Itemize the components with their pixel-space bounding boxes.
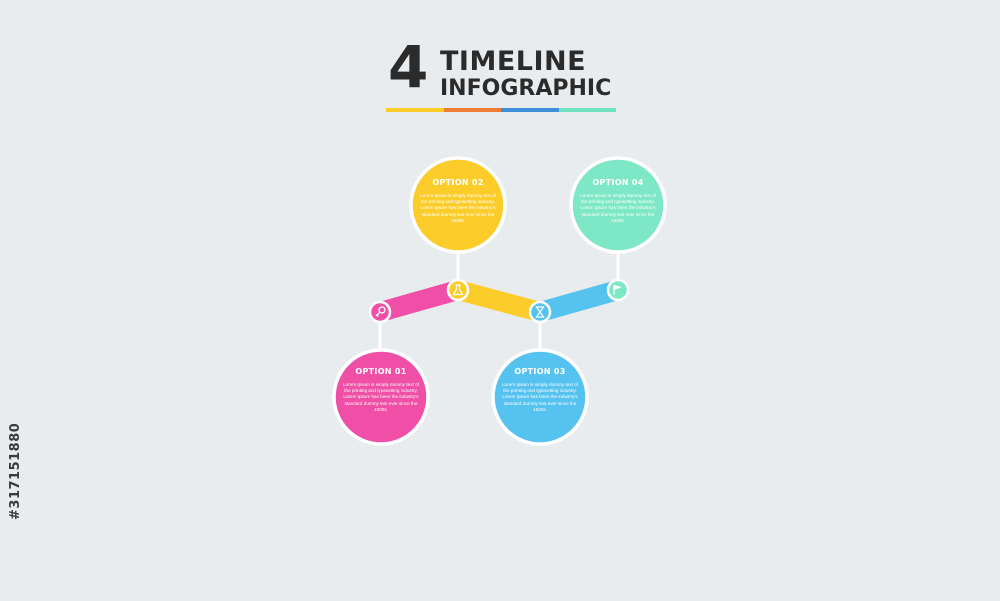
color-bar-segment-3: [501, 108, 559, 112]
title-line-2: INFOGRAPHIC: [440, 76, 612, 101]
timeline-segment-1: [370, 280, 468, 322]
option-04-block: OPTION 04 Lorem Ipsum is simply dummy te…: [518, 178, 718, 224]
flag-icon: [606, 278, 630, 302]
timeline-segment-3: [530, 280, 628, 322]
color-bar-segment-2: [443, 108, 501, 112]
option-03-label: OPTION 03: [514, 367, 566, 376]
title-line-1: TIMELINE: [440, 46, 587, 77]
option-02-circle: [409, 156, 507, 254]
option-03-text: Lorem Ipsum is simply dummy text of the …: [502, 382, 578, 412]
option-04-text: Lorem Ipsum is simply dummy text of the …: [580, 193, 656, 223]
timeline-segment-2: [448, 280, 550, 322]
infographic-title: 4 TIMELINE INFOGRAPHIC: [386, 38, 618, 116]
stock-id-text: #317151880: [8, 422, 23, 520]
color-bar-segment-1: [386, 108, 444, 112]
key-icon: [368, 300, 392, 324]
option-04-circle: [569, 156, 667, 254]
option-03-circle: [491, 348, 589, 446]
flask-icon: [446, 278, 470, 302]
option-04-label: OPTION 04: [592, 178, 644, 187]
title-number: 4: [388, 33, 429, 101]
color-bar-segment-4: [558, 108, 616, 112]
option-02-block: OPTION 02 Lorem Ipsum is simply dummy te…: [358, 178, 558, 224]
option-01-label: OPTION 01: [355, 367, 407, 376]
option-02-text: Lorem Ipsum is simply dummy text of the …: [420, 193, 496, 223]
option-01-block: OPTION 01 Lorem Ipsum is simply dummy te…: [281, 367, 481, 413]
title-color-bar: [386, 108, 616, 112]
hourglass-icon: [528, 300, 552, 324]
option-02-label: OPTION 02: [432, 178, 484, 187]
option-01-text: Lorem Ipsum is simply dummy text of the …: [343, 382, 419, 412]
option-03-block: OPTION 03 Lorem Ipsum is simply dummy te…: [440, 367, 640, 413]
option-01-circle: [332, 348, 430, 446]
